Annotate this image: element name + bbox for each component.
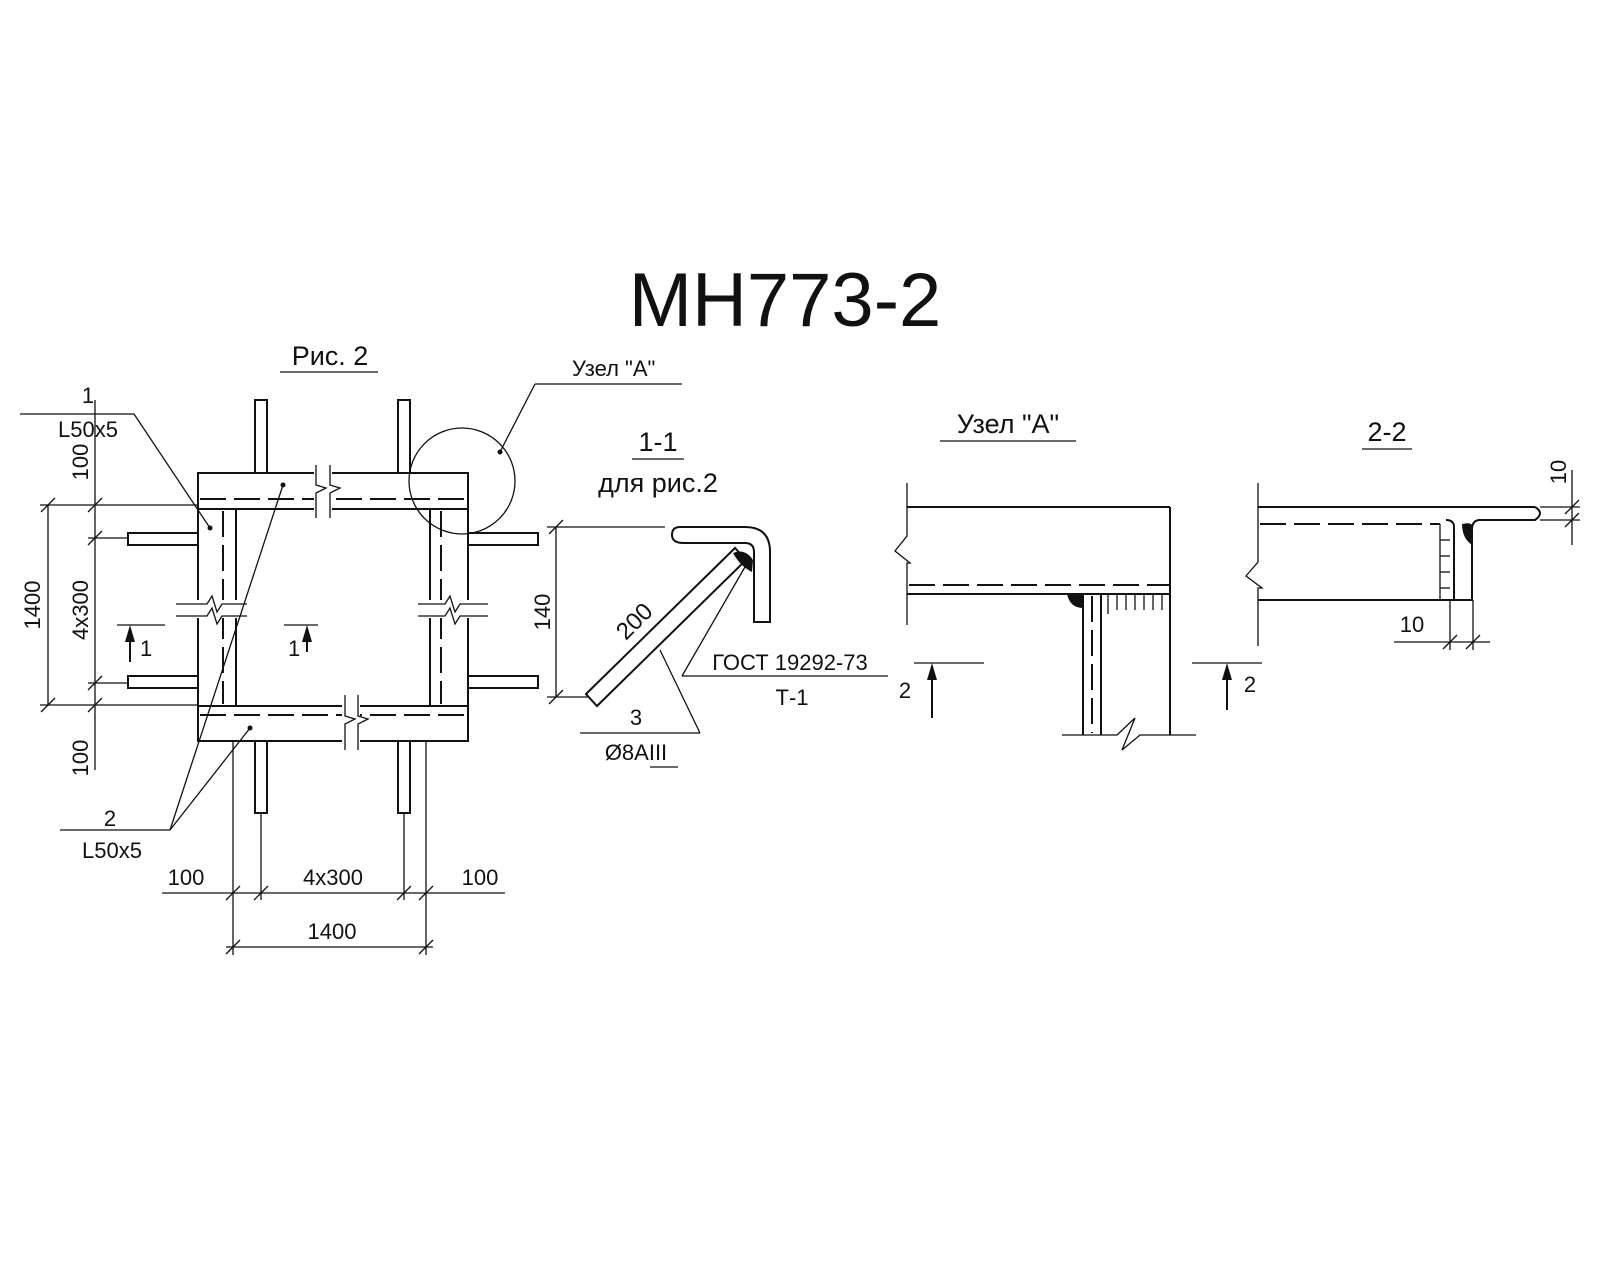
- part1-number: 1: [82, 383, 94, 408]
- dim-section-2-2-right-10: 10: [1546, 460, 1571, 484]
- svg-text:2: 2: [899, 678, 911, 703]
- node-a-detail: Узел "А" 2: [894, 409, 1262, 751]
- weld-type: Т-1: [776, 685, 809, 710]
- dim-bottom-1400: 1400: [308, 919, 357, 944]
- section-marker-2-right: 2: [1192, 662, 1262, 710]
- figure-title: Рис. 2: [292, 341, 369, 371]
- part3-number: 3: [630, 705, 642, 730]
- section-2-2-hatch: [1439, 524, 1450, 600]
- section-marker-1-center: 1: [284, 624, 318, 661]
- break-mark-top: [314, 465, 342, 518]
- part3-leader: [659, 649, 701, 734]
- dim-bottom-left-100: 100: [168, 865, 205, 890]
- node-a-callout-label: Узел "А": [572, 356, 655, 381]
- weld-standard: ГОСТ 19292-73: [712, 650, 867, 675]
- bottom-dimensions: [162, 741, 505, 955]
- dim-section-140: 140: [530, 594, 555, 631]
- dim-left-1400: 1400: [20, 581, 45, 630]
- anchor-bottom-right: [397, 740, 411, 814]
- section-2-2-title: 2-2: [1367, 417, 1406, 447]
- break-mark-left: [176, 594, 247, 626]
- section-2-2-flange-tip: [1480, 506, 1541, 521]
- node-a-break-left: [894, 483, 912, 625]
- anchor-left-top: [127, 532, 199, 546]
- left-dimensions: [40, 400, 198, 770]
- node-a-circle: [408, 427, 516, 535]
- part3-rebar: Ø8AIII: [605, 740, 667, 765]
- svg-text:2: 2: [1244, 672, 1256, 697]
- part1-leader: [133, 413, 211, 529]
- dim-bottom-right-100: 100: [462, 865, 499, 890]
- part2-profile: L50x5: [82, 838, 142, 863]
- dim-left-top-100: 100: [68, 444, 93, 481]
- section-rebar: [584, 546, 748, 708]
- anchor-top-left: [254, 399, 268, 474]
- section-1-1-subtitle: для рис.2: [598, 468, 718, 498]
- part2-number: 2: [104, 806, 116, 831]
- node-a-title: Узел "А": [957, 409, 1059, 439]
- section-2-2-weld: [1462, 523, 1473, 545]
- dim-left-bottom-100: 100: [68, 740, 93, 777]
- svg-text:1: 1: [140, 636, 152, 661]
- section-marker-1-left: 1: [117, 624, 165, 662]
- break-mark-bottom: [342, 695, 370, 750]
- part2-leader-a: [169, 484, 284, 831]
- section-angle-profile: [670, 526, 771, 623]
- drawing-title: МН773-2: [629, 258, 942, 343]
- dim-left-4x300: 4x300: [68, 580, 93, 640]
- section-2-2-break: [1245, 483, 1264, 646]
- plan-view: 1 1 Узел "А" 1 L50x5 2 L50x5: [20, 356, 682, 955]
- section-marker-2-left: 2: [899, 662, 984, 718]
- node-a-weld: [1067, 594, 1083, 608]
- svg-text:1: 1: [288, 636, 300, 661]
- dim-section-2-2-bottom-10: 10: [1400, 612, 1424, 637]
- node-a-weld-hatch: [1107, 594, 1163, 614]
- part1-profile: L50x5: [58, 417, 118, 442]
- node-a-break-bottom: [1062, 717, 1196, 751]
- node-a-leader: [499, 383, 536, 453]
- section-2-2-angle-profile: [1445, 519, 1481, 601]
- dim-rebar-200: 200: [611, 598, 658, 645]
- weld-leader: [681, 559, 750, 677]
- section-2-2: 2-2 10 10: [1245, 417, 1580, 650]
- anchor-right-top: [467, 532, 539, 546]
- anchor-bottom-left: [254, 740, 268, 814]
- section-1-1: 1-1 для рис.2 200 140 ГОСТ 19292-73 Т-1 …: [530, 427, 888, 768]
- break-mark-right: [418, 594, 488, 626]
- part2-leader-b: [169, 727, 251, 831]
- anchor-top-right: [397, 399, 411, 474]
- dim-bottom-4x300: 4x300: [303, 865, 363, 890]
- anchor-right-bottom: [467, 675, 539, 689]
- anchor-left-bottom: [127, 675, 199, 689]
- section-1-1-title: 1-1: [638, 427, 677, 457]
